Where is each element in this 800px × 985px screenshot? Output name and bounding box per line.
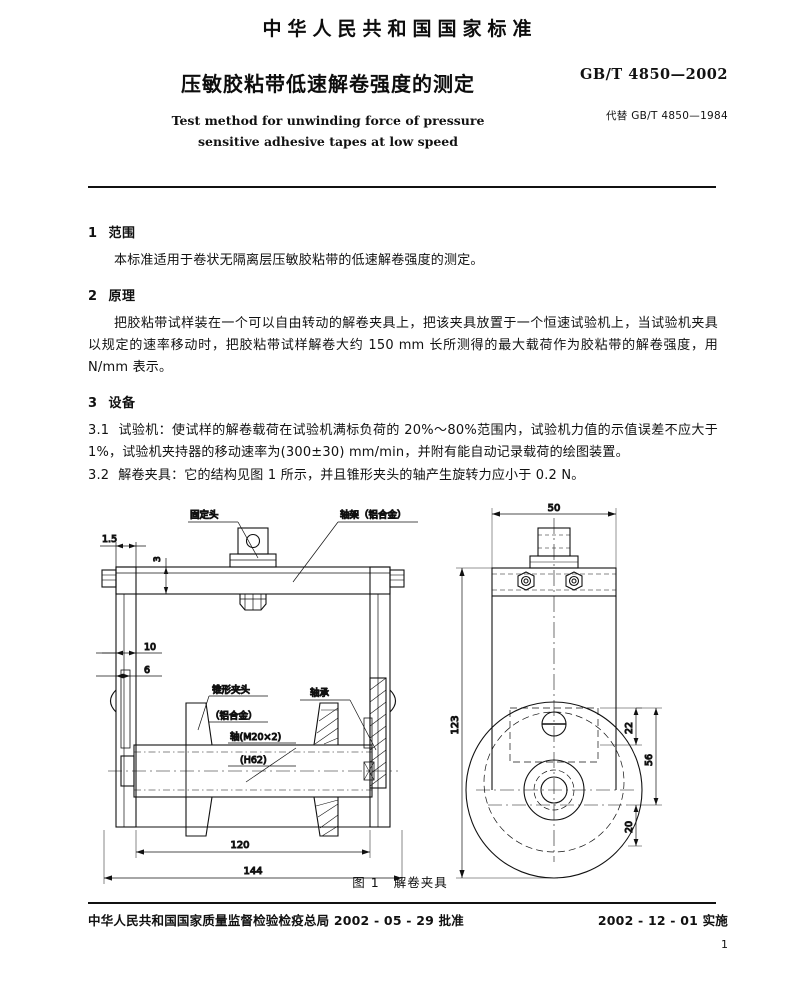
fixed-head-block	[237, 527, 269, 555]
dim-1-5	[100, 542, 146, 570]
clause-number-2: 2	[88, 289, 98, 304]
leader-conical-chuck	[197, 695, 268, 731]
conical-chuck-right	[313, 702, 339, 837]
right-post-cap	[389, 569, 405, 588]
clause-3-1-number: 3.1	[88, 423, 110, 438]
figure-caption: 图 1 解卷夹具	[0, 872, 800, 891]
leader-bearing	[300, 699, 377, 751]
label-bearing: 轴承	[310, 687, 330, 699]
clause-number-1: 1	[88, 226, 98, 241]
leader-fixed-head	[188, 521, 259, 559]
dim-50	[491, 508, 617, 568]
footer-approval-text: 中华人民共和国国家质量监督检验检疫总局 2002 - 05 - 29 批准	[88, 913, 464, 928]
figure-caption-text: 解卷夹具	[393, 875, 448, 890]
side-chuck-outline	[509, 707, 599, 763]
clause-3-2-text: 解卷夹具：它的结构见图 1 所示，并且锥形夹头的轴产生旋转力应小于 0.2 N。	[118, 468, 585, 483]
dim-label-120: 120	[230, 840, 249, 851]
dim-123	[456, 567, 558, 879]
page-title-english: Test method for unwinding force of press…	[88, 110, 568, 152]
figure-caption-number: 图 1	[352, 875, 380, 890]
footer-implementation-text: 2002 - 12 - 01 实施	[597, 913, 728, 928]
clause-number-3: 3	[88, 396, 98, 411]
fixed-head-hole	[245, 533, 261, 549]
clause-heading-3: 3 设备	[88, 392, 718, 411]
dim-20	[628, 805, 642, 847]
figure-1-drawing: 1.5 3 10	[96, 502, 662, 884]
dim-22	[600, 707, 642, 746]
dim-label-123: 123	[450, 715, 461, 734]
clause-2-paragraph: 把胶粘带试样装在一个可以自由转动的解卷夹具上，把该夹具放置于一个恒速试验机上，当…	[88, 316, 718, 375]
dim-label-144: 144	[243, 866, 262, 877]
left-post-cap	[101, 569, 117, 588]
page-title-chinese: 压敏胶粘带低速解卷强度的测定	[181, 72, 475, 96]
standard-replaces-note: 代替 GB/T 4850—1984	[605, 110, 728, 122]
document-body: 1 范围 本标准适用于卷状无隔离层压敏胶粘带的低速解卷强度的测定。 2 原理 把胶粘…	[88, 222, 718, 488]
frame-left-post	[115, 566, 137, 828]
dim-label-1-5: 1.5	[102, 534, 117, 545]
page-number: 1	[721, 938, 728, 951]
fixed-head-collar	[229, 553, 277, 568]
label-conical-chuck-line1: 锥形夹头	[212, 684, 250, 696]
side-bolt-right	[565, 571, 583, 591]
side-bolt-left	[517, 571, 535, 591]
conical-chuck-left-lower	[185, 796, 213, 837]
leader-frame	[292, 521, 418, 583]
clause-3-1-text: 试验机：使试样的解卷载荷在试验机满标负荷的 20%～80%范围内，试验机力值的示…	[88, 423, 718, 460]
left-post-bulge	[109, 689, 117, 713]
clause-1-paragraph: 本标准适用于卷状无隔离层压敏胶粘带的低速解卷强度的测定。	[114, 253, 484, 268]
dim-label-3: 3	[153, 556, 163, 562]
dim-144	[103, 830, 403, 884]
dim-120	[135, 830, 371, 858]
clause-title-3: 设备	[108, 396, 136, 411]
dim-label-20: 20	[624, 821, 635, 833]
label-shaft-material: (H62)	[240, 755, 267, 766]
right-post-bulge	[389, 689, 397, 713]
dim-label-56: 56	[644, 754, 655, 766]
clause-3-2: 3.2 解卷夹具：它的结构见图 1 所示，并且锥形夹头的轴产生旋转力应小于 0.2…	[88, 465, 718, 487]
dim-6	[96, 673, 162, 679]
title-english-line-1: Test method for unwinding force of press…	[171, 113, 485, 128]
label-fixed-head: 固定头	[190, 509, 219, 521]
shaft-end-detail	[363, 761, 375, 781]
figure-1-unwinding-fixture: 1.5 3 10	[88, 500, 716, 900]
clause-title-1: 范围	[108, 226, 136, 241]
label-frame: 轴架（铝合金）	[340, 509, 407, 521]
dim-3	[148, 558, 180, 594]
title-english-line-2: sensitive adhesive tapes at low speed	[198, 134, 458, 149]
label-shaft-thread: 轴(M20×2)	[230, 731, 281, 743]
frame-top-beam	[115, 566, 391, 595]
dim-56	[628, 707, 662, 806]
clause-3-2-number: 3.2	[88, 468, 110, 483]
left-post-slot	[120, 669, 131, 749]
leader-shaft	[228, 742, 297, 783]
label-conical-chuck-line2: （铝合金）	[210, 710, 258, 722]
dim-10	[96, 650, 162, 656]
dim-label-6: 6	[144, 665, 150, 676]
clause-title-2: 原理	[108, 289, 136, 304]
clause-heading-2: 2 原理	[88, 285, 718, 304]
clause-heading-1: 1 范围	[88, 222, 718, 241]
side-dashed-circle	[483, 711, 625, 853]
dim-label-50: 50	[548, 503, 561, 514]
conical-chuck-left	[185, 702, 213, 746]
bearing-housing-section	[363, 677, 387, 789]
header-divider-rule	[88, 186, 716, 188]
dim-label-10: 10	[144, 642, 156, 653]
national-standard-banner: 中华人民共和国国家标准	[262, 18, 538, 40]
footer-divider-rule	[88, 902, 716, 904]
dim-label-22: 22	[624, 722, 635, 734]
standard-number: GB/T 4850—2002	[580, 66, 728, 83]
